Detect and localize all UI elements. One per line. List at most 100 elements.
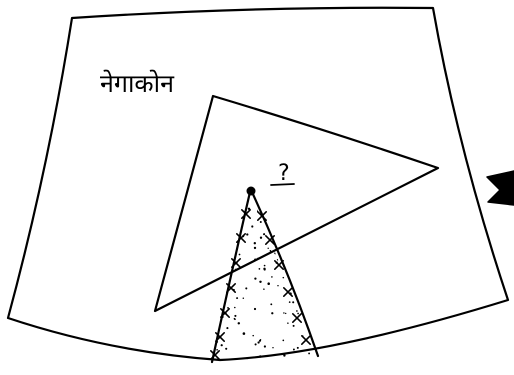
- stipple-dot: [233, 245, 236, 247]
- stipple-dot: [216, 348, 218, 351]
- stipple-dot: [259, 236, 263, 239]
- stipple-dot: [209, 225, 211, 227]
- stipple-dot: [282, 276, 285, 279]
- stipple-dot: [257, 341, 260, 344]
- stipple-dot: [277, 284, 279, 287]
- stipple-dot: [315, 248, 318, 251]
- stipple-dot: [228, 264, 231, 267]
- stipple-dot: [281, 217, 284, 220]
- stipple-dot: [320, 300, 322, 302]
- stipple-dot: [259, 355, 262, 358]
- stipple-dot: [320, 269, 322, 271]
- cross-mark: [226, 283, 236, 293]
- stipple-dot: [291, 270, 294, 273]
- stipple-dot: [221, 249, 224, 251]
- stipple-dot: [270, 303, 273, 306]
- stipple-dot: [216, 198, 219, 201]
- cone-left-edge: [210, 190, 252, 364]
- stipple-dot: [208, 255, 210, 257]
- stipple-dot: [216, 206, 219, 209]
- stipple-dot: [310, 282, 313, 285]
- stipple-dot: [316, 327, 318, 330]
- cross-mark: [210, 350, 220, 360]
- stipple-dot: [317, 343, 318, 346]
- stipple-dot: [284, 312, 287, 315]
- stipple-dot: [226, 327, 229, 330]
- stipple-dot: [295, 253, 298, 256]
- stipple-dot: [251, 225, 254, 228]
- stipple-dot: [289, 248, 292, 250]
- stipple-dot: [274, 252, 277, 255]
- stipple-dot: [220, 237, 223, 240]
- stipple-dot: [236, 297, 239, 300]
- stipple-dot: [292, 324, 295, 327]
- cross-mark: [220, 308, 230, 318]
- stipple-dot: [301, 224, 304, 227]
- cross-mark: [283, 287, 293, 297]
- stipple-dot: [263, 264, 266, 267]
- stipple-dot: [242, 297, 245, 299]
- stipple-dot: [305, 268, 308, 270]
- stipple-dot: [320, 305, 322, 307]
- stipple-dot: [234, 306, 236, 309]
- stipple-dot: [234, 268, 237, 271]
- stipple-dot: [315, 195, 318, 198]
- stipple-dot: [310, 294, 313, 297]
- stipple-dot: [233, 243, 236, 247]
- stipple-dot: [314, 328, 317, 331]
- stipple-dot: [253, 307, 257, 311]
- cross-mark: [274, 260, 284, 270]
- stipple-dot: [263, 233, 266, 236]
- stipple-dot: [263, 345, 267, 348]
- stipple-dot: [306, 303, 308, 306]
- apex-point: [246, 186, 256, 196]
- stipple-dot: [314, 245, 318, 248]
- stipple-dot: [222, 257, 226, 260]
- stipple-dot: [259, 338, 262, 341]
- cross-mark: [241, 209, 251, 219]
- unknown-label: ?: [278, 161, 290, 186]
- stipple-dot: [217, 269, 220, 272]
- stipple-dot: [263, 203, 266, 206]
- stipple-dot: [276, 259, 279, 261]
- stipple-dot: [307, 273, 310, 275]
- stipple-dot: [220, 344, 223, 347]
- stipple-dot: [283, 241, 286, 244]
- cross-mark: [301, 335, 311, 345]
- cross-mark: [265, 235, 275, 245]
- stipple-dot: [263, 288, 265, 290]
- cross-mark: [257, 211, 267, 221]
- stipple-dot: [278, 209, 281, 212]
- stipple-dot: [222, 196, 225, 200]
- cross-mark: [231, 258, 241, 268]
- stipple-dot: [219, 274, 222, 277]
- stipple-dot: [282, 339, 285, 342]
- stipple-dot: [238, 253, 241, 256]
- stipple-dot: [216, 222, 219, 225]
- stipple-dot: [290, 212, 292, 215]
- stipple-dot: [208, 298, 210, 300]
- stipple-dot: [234, 203, 237, 206]
- stipple-dot: [217, 253, 219, 256]
- stipple-dot: [217, 245, 220, 248]
- triangle-shape: [153, 94, 440, 313]
- stipple-dot: [290, 250, 294, 254]
- stipple-dot: [235, 215, 237, 218]
- stipple-dot: [254, 343, 257, 346]
- region-outline: [6, 6, 510, 362]
- stipple-dot: [253, 246, 257, 250]
- stipple-dot: [292, 301, 295, 304]
- stipple-dot: [297, 251, 300, 254]
- stipple-dot: [301, 223, 304, 225]
- cone-right-edge: [250, 190, 320, 358]
- arrow-head-icon: [486, 170, 514, 206]
- stipple-dot: [212, 256, 215, 259]
- stipple-dot: [220, 249, 222, 252]
- stipple-dot: [296, 346, 299, 349]
- stipple-dot: [271, 312, 274, 315]
- region-label: नेगाकोन: [100, 69, 175, 98]
- stipple-dot: [213, 237, 216, 240]
- stipple-dot: [283, 354, 286, 357]
- stipple-dot: [220, 268, 224, 271]
